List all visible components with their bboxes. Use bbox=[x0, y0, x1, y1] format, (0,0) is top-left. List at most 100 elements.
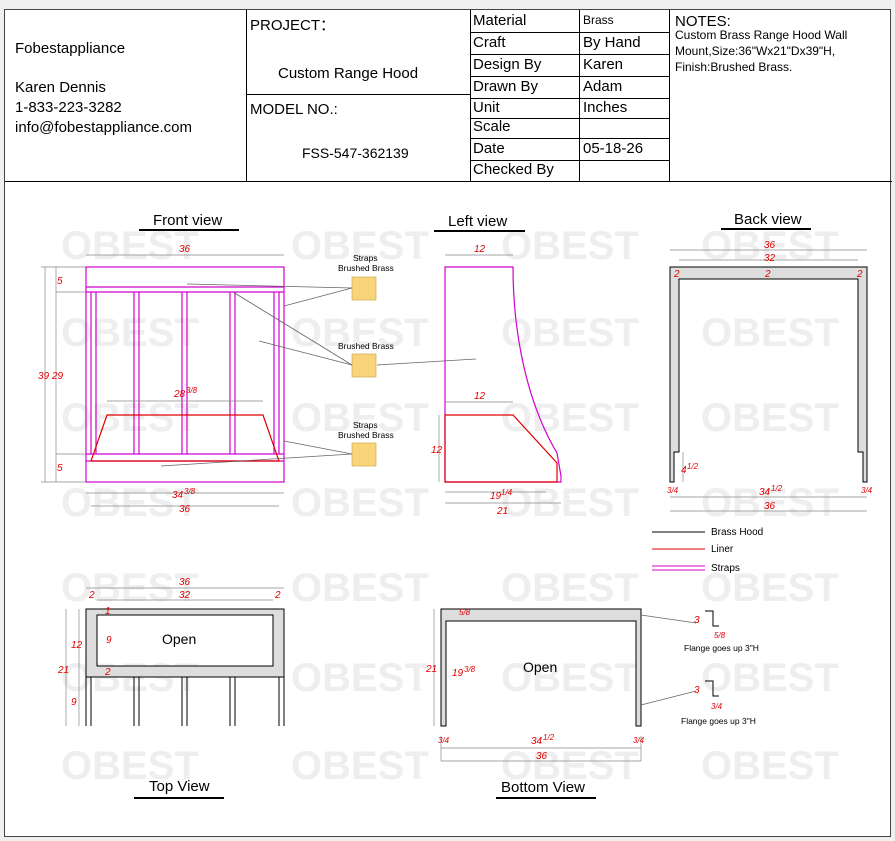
back-dim-left: 2 bbox=[673, 269, 680, 280]
bottom-dim-middle-frac: 1/2 bbox=[543, 733, 555, 742]
flange-1-height: 3 bbox=[694, 615, 700, 626]
spec-label-material: Material bbox=[473, 12, 527, 29]
watermark: OBEST bbox=[291, 224, 429, 268]
watermark: OBEST bbox=[291, 566, 429, 610]
watermark: OBEST bbox=[61, 744, 199, 788]
watermark: OBEST bbox=[61, 656, 199, 700]
watermark: OBEST bbox=[701, 656, 839, 700]
back-view-title: Back view bbox=[734, 211, 802, 228]
technical-drawing: OBEST OBEST OBEST OBEST OBEST OBEST OBES… bbox=[38, 211, 873, 799]
bottom-dim-depth: 21 bbox=[425, 664, 437, 675]
watermark: OBEST bbox=[61, 311, 199, 355]
watermark: OBEST bbox=[501, 566, 639, 610]
watermark: OBEST bbox=[291, 656, 429, 700]
legend-brass-hood: Brass Hood bbox=[711, 527, 763, 538]
back-dim-width: 36 bbox=[764, 240, 776, 251]
spec-label-design-by: Design By bbox=[473, 56, 542, 73]
brass-swatch-2 bbox=[351, 353, 377, 378]
top-view-title: Top View bbox=[149, 778, 210, 795]
flange-2-width: 3/4 bbox=[711, 702, 723, 711]
watermark: OBEST bbox=[61, 224, 199, 268]
left-dim-height: 12 bbox=[431, 445, 443, 456]
watermark: OBEST bbox=[701, 396, 839, 440]
watermark: OBEST bbox=[291, 481, 429, 525]
back-dim-mid: 2 bbox=[764, 269, 771, 280]
contact-email: info@fobestappliance.com bbox=[15, 119, 192, 136]
company-name: Fobestappliance bbox=[15, 40, 126, 57]
watermark: OBEST bbox=[701, 481, 839, 525]
left-dim-bottom-frac: 1/4 bbox=[501, 488, 513, 497]
left-dim-top: 12 bbox=[474, 244, 486, 255]
callout-straps-3: Straps bbox=[353, 420, 378, 430]
brass-swatch-1 bbox=[351, 276, 377, 301]
back-dim-foot-frac: 1/2 bbox=[687, 462, 699, 471]
top-dim-depth-12: 12 bbox=[71, 640, 83, 651]
top-dim-left: 2 bbox=[88, 590, 95, 601]
front-view-title: Front view bbox=[153, 212, 222, 229]
top-dim-width: 36 bbox=[179, 577, 191, 588]
back-dim-right: 2 bbox=[856, 269, 863, 280]
bottom-dim-inner: 19 bbox=[452, 668, 464, 679]
contact-name: Karen Dennis bbox=[15, 79, 106, 96]
front-dim-height: 39 bbox=[38, 371, 50, 382]
back-view: 36 32 2 2 2 4 1/2 3/4 34 1/2 3/4 36 bbox=[667, 240, 873, 512]
watermark: OBEST bbox=[501, 744, 639, 788]
top-view-open-label: Open bbox=[162, 631, 196, 647]
bottom-dim-width: 36 bbox=[536, 751, 548, 762]
top-dim-front: 1 bbox=[105, 606, 111, 617]
spec-label-craft: Craft bbox=[473, 34, 506, 51]
spec-value-unit: Inches bbox=[583, 99, 628, 116]
back-dim-middle-frac: 1/2 bbox=[771, 484, 783, 493]
front-dim-top: 5 bbox=[57, 276, 63, 287]
top-dim-depth-9-inner: 9 bbox=[106, 635, 112, 646]
bottom-dim-left: 3/4 bbox=[438, 736, 450, 745]
front-dim-width-bottom: 36 bbox=[179, 504, 191, 515]
callout-brushed-brass-1: Brushed Brass bbox=[338, 263, 394, 273]
bottom-dim-top-frac: 5/8 bbox=[459, 608, 471, 617]
callout-brushed-brass-3: Brushed Brass bbox=[338, 430, 394, 440]
legend-liner: Liner bbox=[711, 544, 734, 555]
front-dim-bottom-frac: 3/8 bbox=[184, 487, 196, 496]
bottom-view-open-label: Open bbox=[523, 659, 557, 675]
watermark: OBEST bbox=[701, 566, 839, 610]
left-view-title: Left view bbox=[448, 213, 507, 230]
project-value: Custom Range Hood bbox=[278, 65, 419, 82]
watermark: OBEST bbox=[501, 396, 639, 440]
contact-phone: 1-833-223-3282 bbox=[15, 99, 122, 116]
front-dim-liner: 28 bbox=[173, 389, 186, 400]
left-view: 12 12 12 19 1/4 21 bbox=[431, 244, 562, 517]
bottom-dim-middle: 34 bbox=[531, 736, 543, 747]
watermark-layer: OBEST OBEST OBEST OBEST OBEST OBEST OBES… bbox=[61, 224, 839, 788]
watermark: OBEST bbox=[291, 311, 429, 355]
model-label: MODEL NO.: bbox=[250, 101, 338, 118]
bottom-dim-inner-frac: 3/8 bbox=[464, 665, 476, 674]
spec-value-date: 05-18-26 bbox=[583, 140, 644, 157]
top-dim-right: 2 bbox=[274, 590, 281, 601]
spec-value-material: Brass bbox=[583, 13, 614, 27]
notes-line-3: Finish:Brushed Brass. bbox=[675, 60, 793, 74]
flange-2-height: 3 bbox=[694, 685, 700, 696]
watermark: OBEST bbox=[61, 481, 199, 525]
top-dim-back: 2 bbox=[104, 667, 111, 678]
back-dim-inner: 32 bbox=[764, 253, 776, 264]
spec-value-craft: By Hand bbox=[583, 34, 641, 51]
watermark: OBEST bbox=[701, 744, 839, 788]
front-dim-liner-frac: 3/8 bbox=[186, 386, 198, 395]
top-dim-depth-9: 9 bbox=[71, 697, 77, 708]
spec-value-drawn-by: Adam bbox=[583, 78, 623, 95]
watermark: OBEST bbox=[501, 311, 639, 355]
notes-label: NOTES: bbox=[675, 13, 731, 30]
back-dim-middle: 34 bbox=[759, 487, 771, 498]
top-dim-inner: 32 bbox=[179, 590, 191, 601]
left-dim-bottom: 19 bbox=[490, 491, 502, 502]
strap-callouts: Straps Brushed Brass Brushed Brass Strap… bbox=[160, 253, 477, 467]
spec-label-scale: Scale bbox=[473, 118, 511, 135]
spec-value-design-by: Karen bbox=[583, 56, 624, 73]
spec-label-unit: Unit bbox=[473, 99, 500, 116]
project-label: PROJECT： bbox=[250, 17, 336, 34]
bottom-dim-right: 3/4 bbox=[633, 736, 645, 745]
flange-2-note: Flange goes up 3"H bbox=[681, 716, 756, 726]
flange-1-note: Flange goes up 3"H bbox=[684, 643, 759, 653]
flange-details: 3 5/8 3 3/4 Flange goes up 3"H Flange go… bbox=[681, 610, 759, 726]
model-value: FSS-547-362139 bbox=[302, 145, 409, 161]
